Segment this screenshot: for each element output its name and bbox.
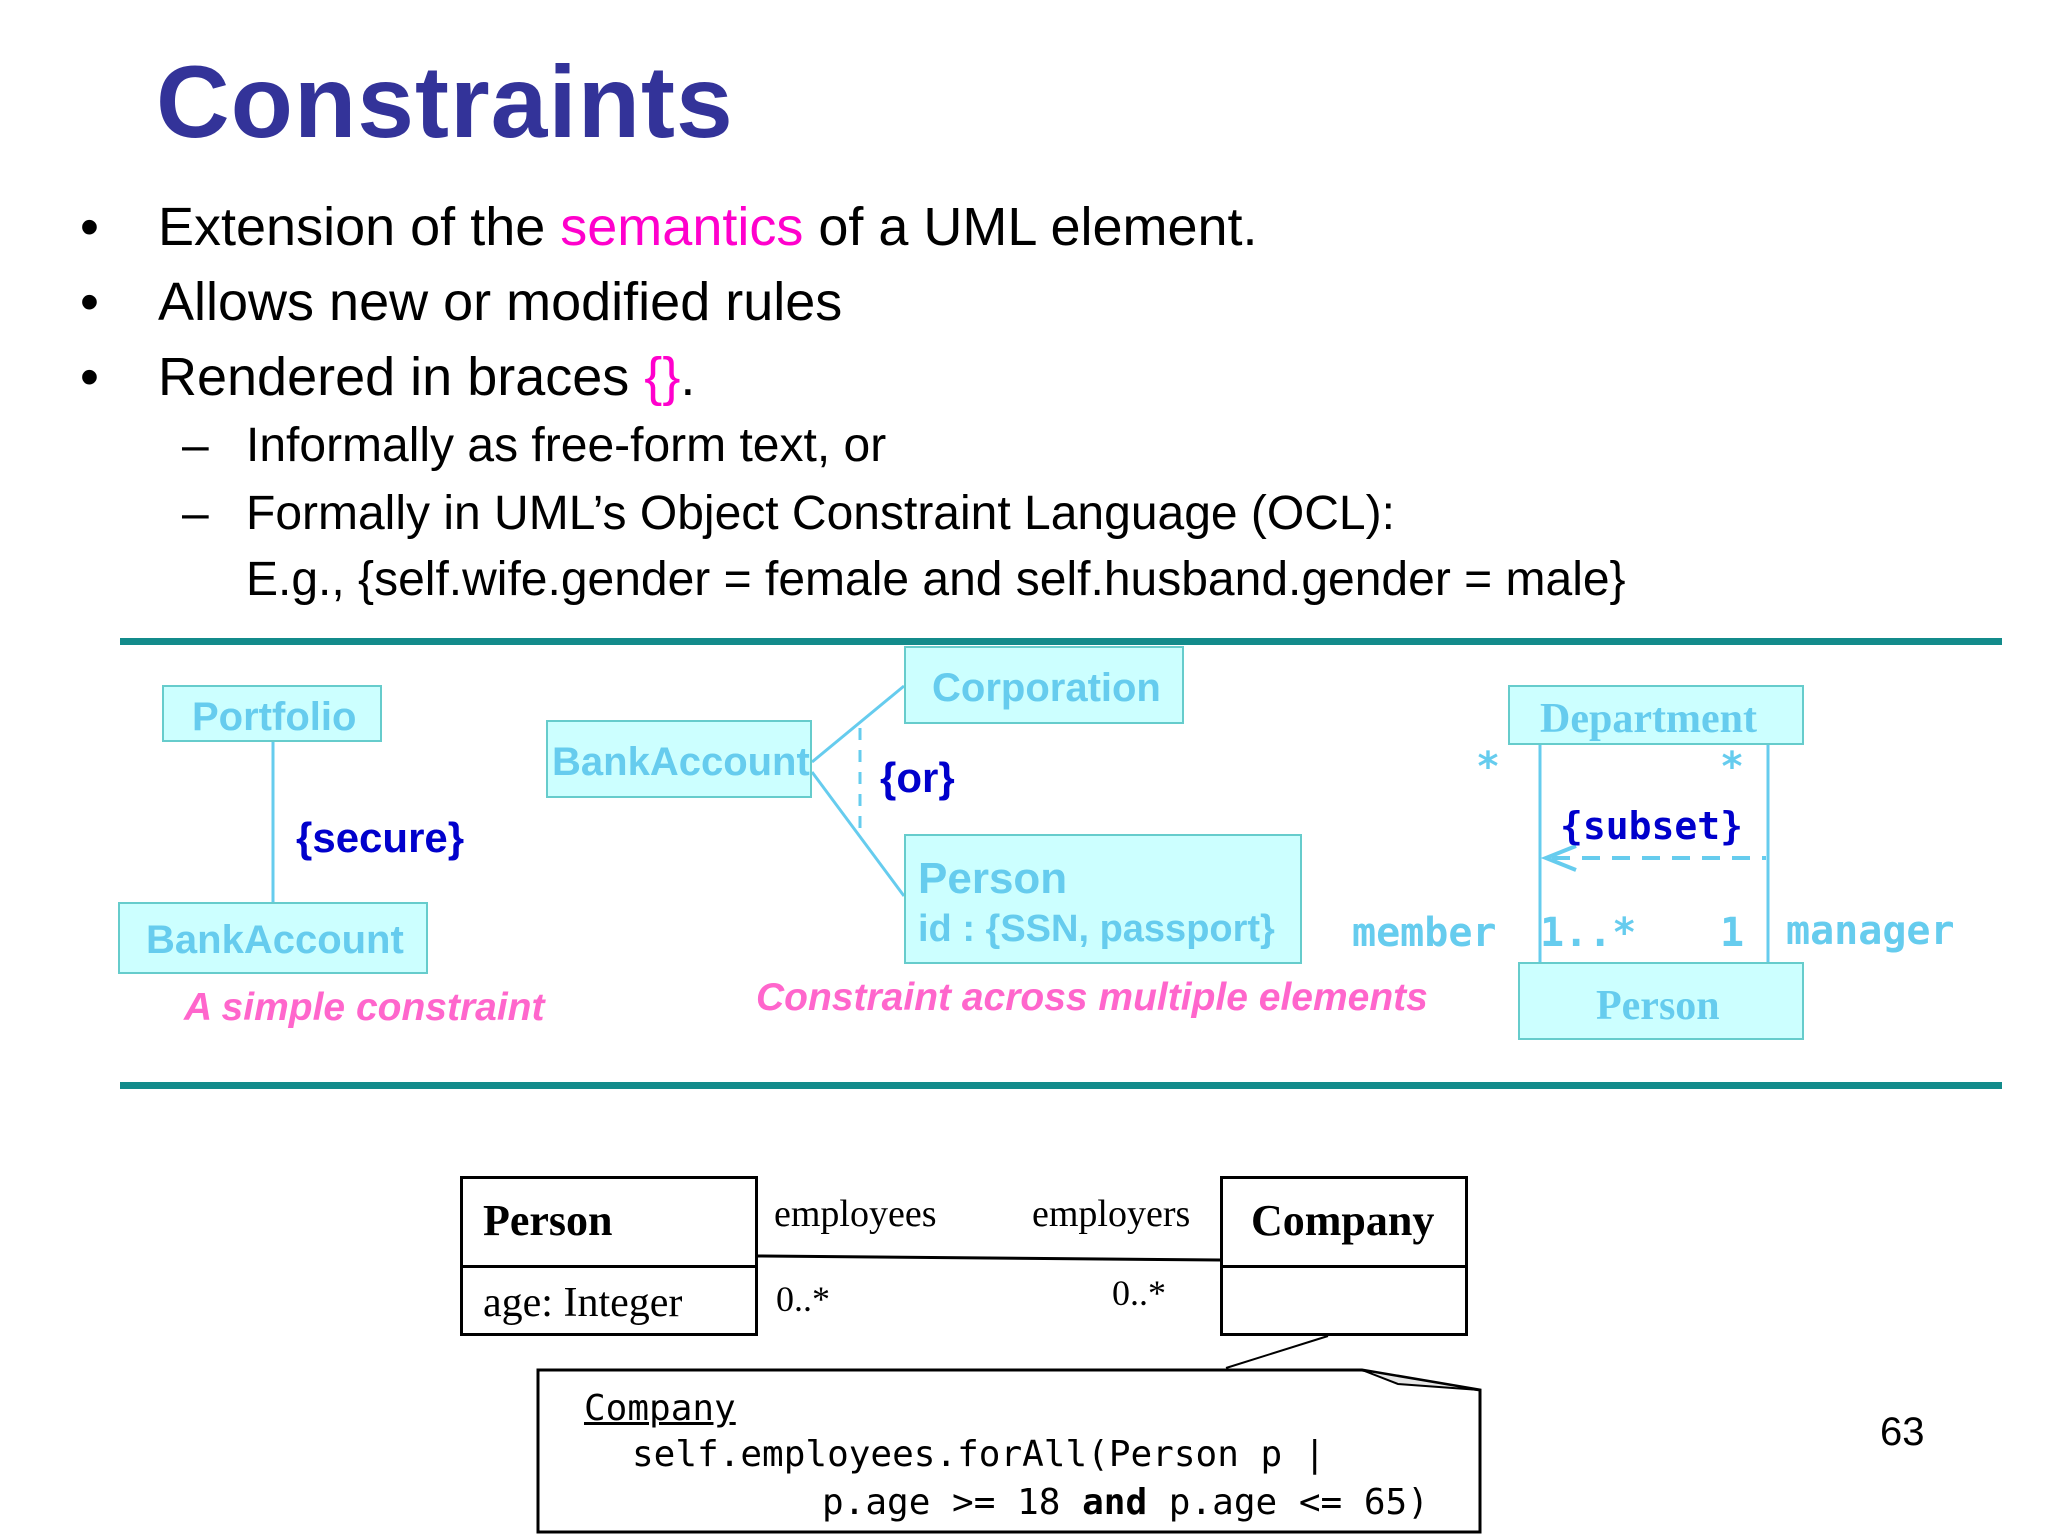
bankaccount-class: BankAccount (118, 902, 428, 974)
department-class: Department (1508, 685, 1804, 745)
person-name: Person (918, 854, 1068, 903)
bullet-text: of a UML element. (803, 197, 1258, 257)
employees-role: employees (774, 1193, 937, 1235)
note-context: Company (584, 1388, 736, 1429)
member-multiplicity: 1..* (1540, 910, 1637, 956)
note-keyword-and: and (1082, 1482, 1148, 1523)
multi-caption: Constraint across multiple elements (756, 976, 1428, 1019)
divider-bottom (120, 1082, 2002, 1089)
manager-multiplicity: 1 (1720, 910, 1745, 956)
note-line-1: self.employees.forAll(Person p | (632, 1434, 1326, 1475)
bullet-dot: • (80, 272, 99, 332)
page-number: 63 (1880, 1410, 1925, 1454)
bankaccount-class-or: BankAccount (546, 720, 812, 798)
simple-caption: A simple constraint (184, 986, 545, 1029)
bullet-text: Rendered in braces (158, 347, 645, 407)
bullet-dot: • (80, 197, 99, 257)
ocl-person-class: Person age: Integer (460, 1176, 758, 1336)
class-divider (463, 1265, 755, 1268)
ocl-person-name: Person (483, 1196, 613, 1245)
department-right-mult: * (1720, 744, 1745, 790)
ocl-company-class: Company (1220, 1176, 1468, 1336)
bullet-text: Allows new or modified rules (158, 272, 843, 332)
sub-bullet-1: Informally as free-form text, or (246, 419, 887, 472)
person-attr: id : {SSN, passport} (918, 908, 1275, 950)
ocl-company-name: Company (1251, 1196, 1435, 1245)
sub-dash: – (182, 419, 209, 472)
bullet-text: . (680, 347, 696, 407)
subset-constraint: {subset} (1560, 804, 1744, 848)
sub-dash: – (182, 487, 209, 540)
highlight-semantics: semantics (560, 197, 804, 257)
highlight-braces: {} (644, 347, 681, 407)
person-class-subset: Person (1518, 962, 1804, 1040)
corporation-class: Corporation (904, 646, 1184, 724)
divider-top (120, 638, 2002, 645)
ocl-person-attr: age: Integer (483, 1280, 683, 1326)
class-divider (1223, 1265, 1465, 1268)
or-constraint: {or} (880, 754, 955, 801)
department-left-mult: * (1476, 744, 1501, 790)
secure-constraint: {secure} (296, 814, 465, 861)
sub-bullet-2: Formally in UML’s Object Constraint Lang… (246, 487, 1395, 540)
member-role: member (1352, 910, 1497, 956)
manager-role: manager (1786, 908, 1955, 954)
person-class: Person id : {SSN, passport} (904, 834, 1302, 964)
slide-title: Constraints (156, 45, 734, 159)
employees-multiplicity: 0..* (776, 1279, 830, 1319)
ocl-example: E.g., {self.wife.gender = female and sel… (246, 553, 1626, 606)
note-line-2: p.age >= 18 and p.age <= 65) (822, 1482, 1429, 1523)
bullet-dot: • (80, 347, 99, 407)
portfolio-class: Portfolio (162, 685, 382, 742)
employers-multiplicity: 0..* (1112, 1273, 1166, 1313)
bullet-text: Extension of the (158, 197, 561, 257)
employers-role: employers (1032, 1193, 1191, 1235)
